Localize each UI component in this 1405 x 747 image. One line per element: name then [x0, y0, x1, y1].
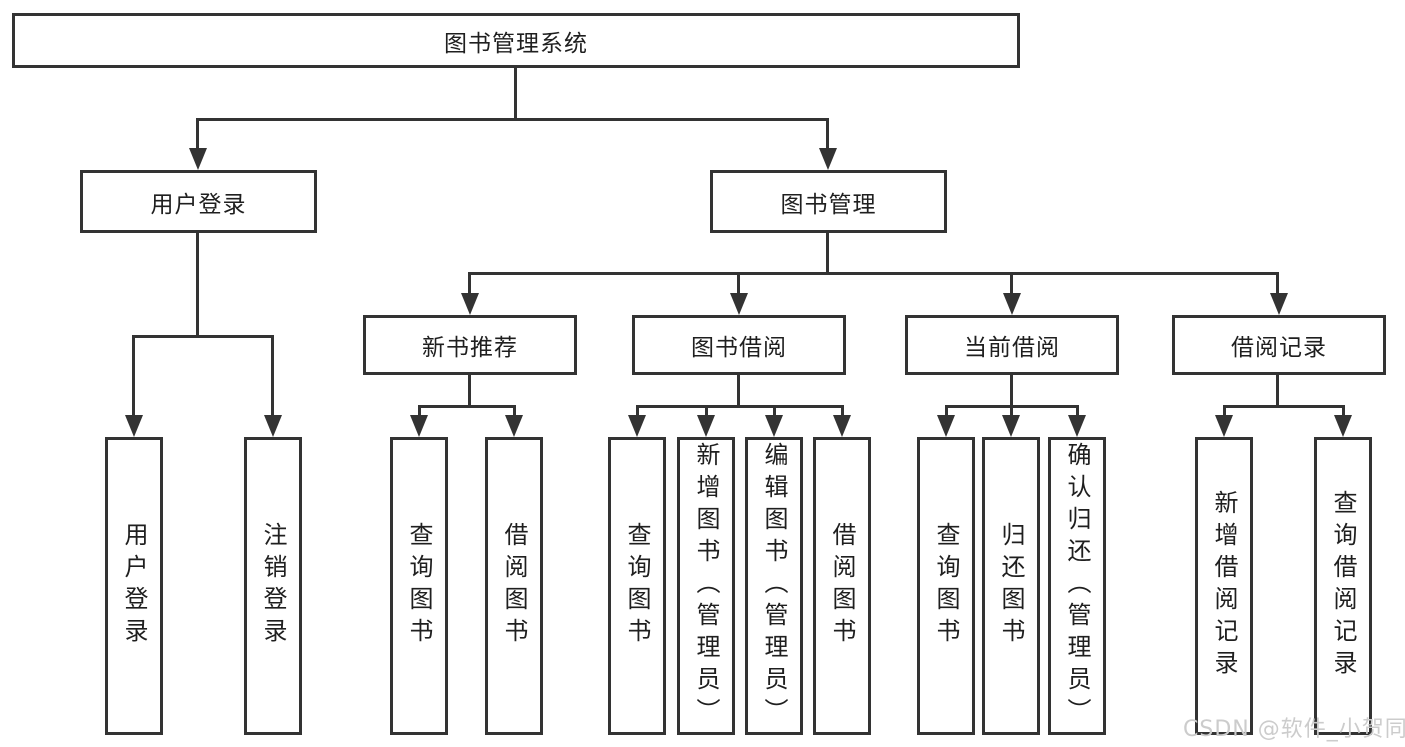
connector-vline	[468, 272, 471, 295]
connector-vline	[1076, 405, 1079, 418]
connector-vline	[513, 405, 516, 418]
arrowhead-down	[1068, 415, 1086, 437]
leaf-query-borrow-record: 查询借阅记录	[1314, 437, 1372, 735]
node-book-management: 图书管理	[710, 170, 947, 233]
leaf-confirm-return-admin: 确认归还（管理员）	[1048, 437, 1106, 735]
arrowhead-down	[1002, 415, 1020, 437]
connector-vline	[418, 405, 421, 418]
connector-vline	[514, 68, 517, 120]
leaf-query-books-recommend: 查询图书	[390, 437, 448, 735]
connector-vline	[1342, 405, 1345, 418]
connector-hline	[418, 405, 516, 408]
connector-vline	[826, 118, 829, 152]
node-current-borrowing: 当前借阅	[905, 315, 1119, 375]
arrowhead-down	[189, 148, 207, 170]
connector-vline	[1010, 375, 1013, 407]
arrowhead-down	[697, 415, 715, 437]
leaf-query-books-borrowing: 查询图书	[608, 437, 666, 735]
leaf-return-books: 归还图书	[982, 437, 1040, 735]
leaf-add-book-admin: 新增图书（管理员）	[677, 437, 735, 735]
connector-vline	[1010, 272, 1013, 295]
arrowhead-down	[125, 415, 143, 437]
node-new-book-recommend: 新书推荐	[363, 315, 577, 375]
connector-vline	[945, 405, 948, 418]
connector-hline	[636, 405, 844, 408]
arrowhead-down	[461, 293, 479, 315]
arrowhead-down	[264, 415, 282, 437]
arrowhead-down	[937, 415, 955, 437]
arrowhead-down	[730, 293, 748, 315]
arrowhead-down	[628, 415, 646, 437]
leaf-borrow-books-borrowing: 借阅图书	[813, 437, 871, 735]
connector-vline	[196, 118, 199, 152]
connector-hline	[1223, 405, 1345, 408]
connector-vline	[132, 335, 135, 417]
connector-vline	[1223, 405, 1226, 418]
connector-vline	[737, 375, 740, 407]
arrowhead-down	[1334, 415, 1352, 437]
connector-vline	[636, 405, 639, 418]
arrowhead-down	[1215, 415, 1233, 437]
arrowhead-down	[765, 415, 783, 437]
connector-vline	[841, 405, 844, 418]
arrowhead-down	[819, 148, 837, 170]
node-book-borrowing: 图书借阅	[632, 315, 846, 375]
connector-hline	[196, 118, 829, 121]
arrowhead-down	[833, 415, 851, 437]
connector-vline	[196, 233, 199, 337]
arrowhead-down	[1003, 293, 1021, 315]
leaf-borrow-books-recommend: 借阅图书	[485, 437, 543, 735]
leaf-logout: 注销登录	[244, 437, 302, 735]
connector-hline	[468, 272, 1279, 275]
arrowhead-down	[1270, 293, 1288, 315]
connector-vline	[826, 233, 829, 274]
connector-vline	[773, 405, 776, 418]
connector-hline	[132, 335, 274, 338]
node-borrowing-records: 借阅记录	[1172, 315, 1386, 375]
arrowhead-down	[410, 415, 428, 437]
csdn-watermark: CSDN @软件_小贺同学	[1183, 717, 1405, 742]
connector-vline	[1276, 272, 1279, 295]
connector-vline	[468, 375, 471, 407]
leaf-user-login: 用户登录	[105, 437, 163, 735]
connector-vline	[271, 335, 274, 417]
connector-vline	[705, 405, 708, 418]
leaf-edit-book-admin: 编辑图书（管理员）	[745, 437, 803, 735]
connector-vline	[1276, 375, 1279, 407]
node-user-login: 用户登录	[80, 170, 317, 233]
leaf-query-books-current: 查询图书	[917, 437, 975, 735]
leaf-add-borrow-record: 新增借阅记录	[1195, 437, 1253, 735]
connector-vline	[1010, 405, 1013, 418]
connector-vline	[737, 272, 740, 295]
node-root: 图书管理系统	[12, 13, 1020, 68]
arrowhead-down	[505, 415, 523, 437]
